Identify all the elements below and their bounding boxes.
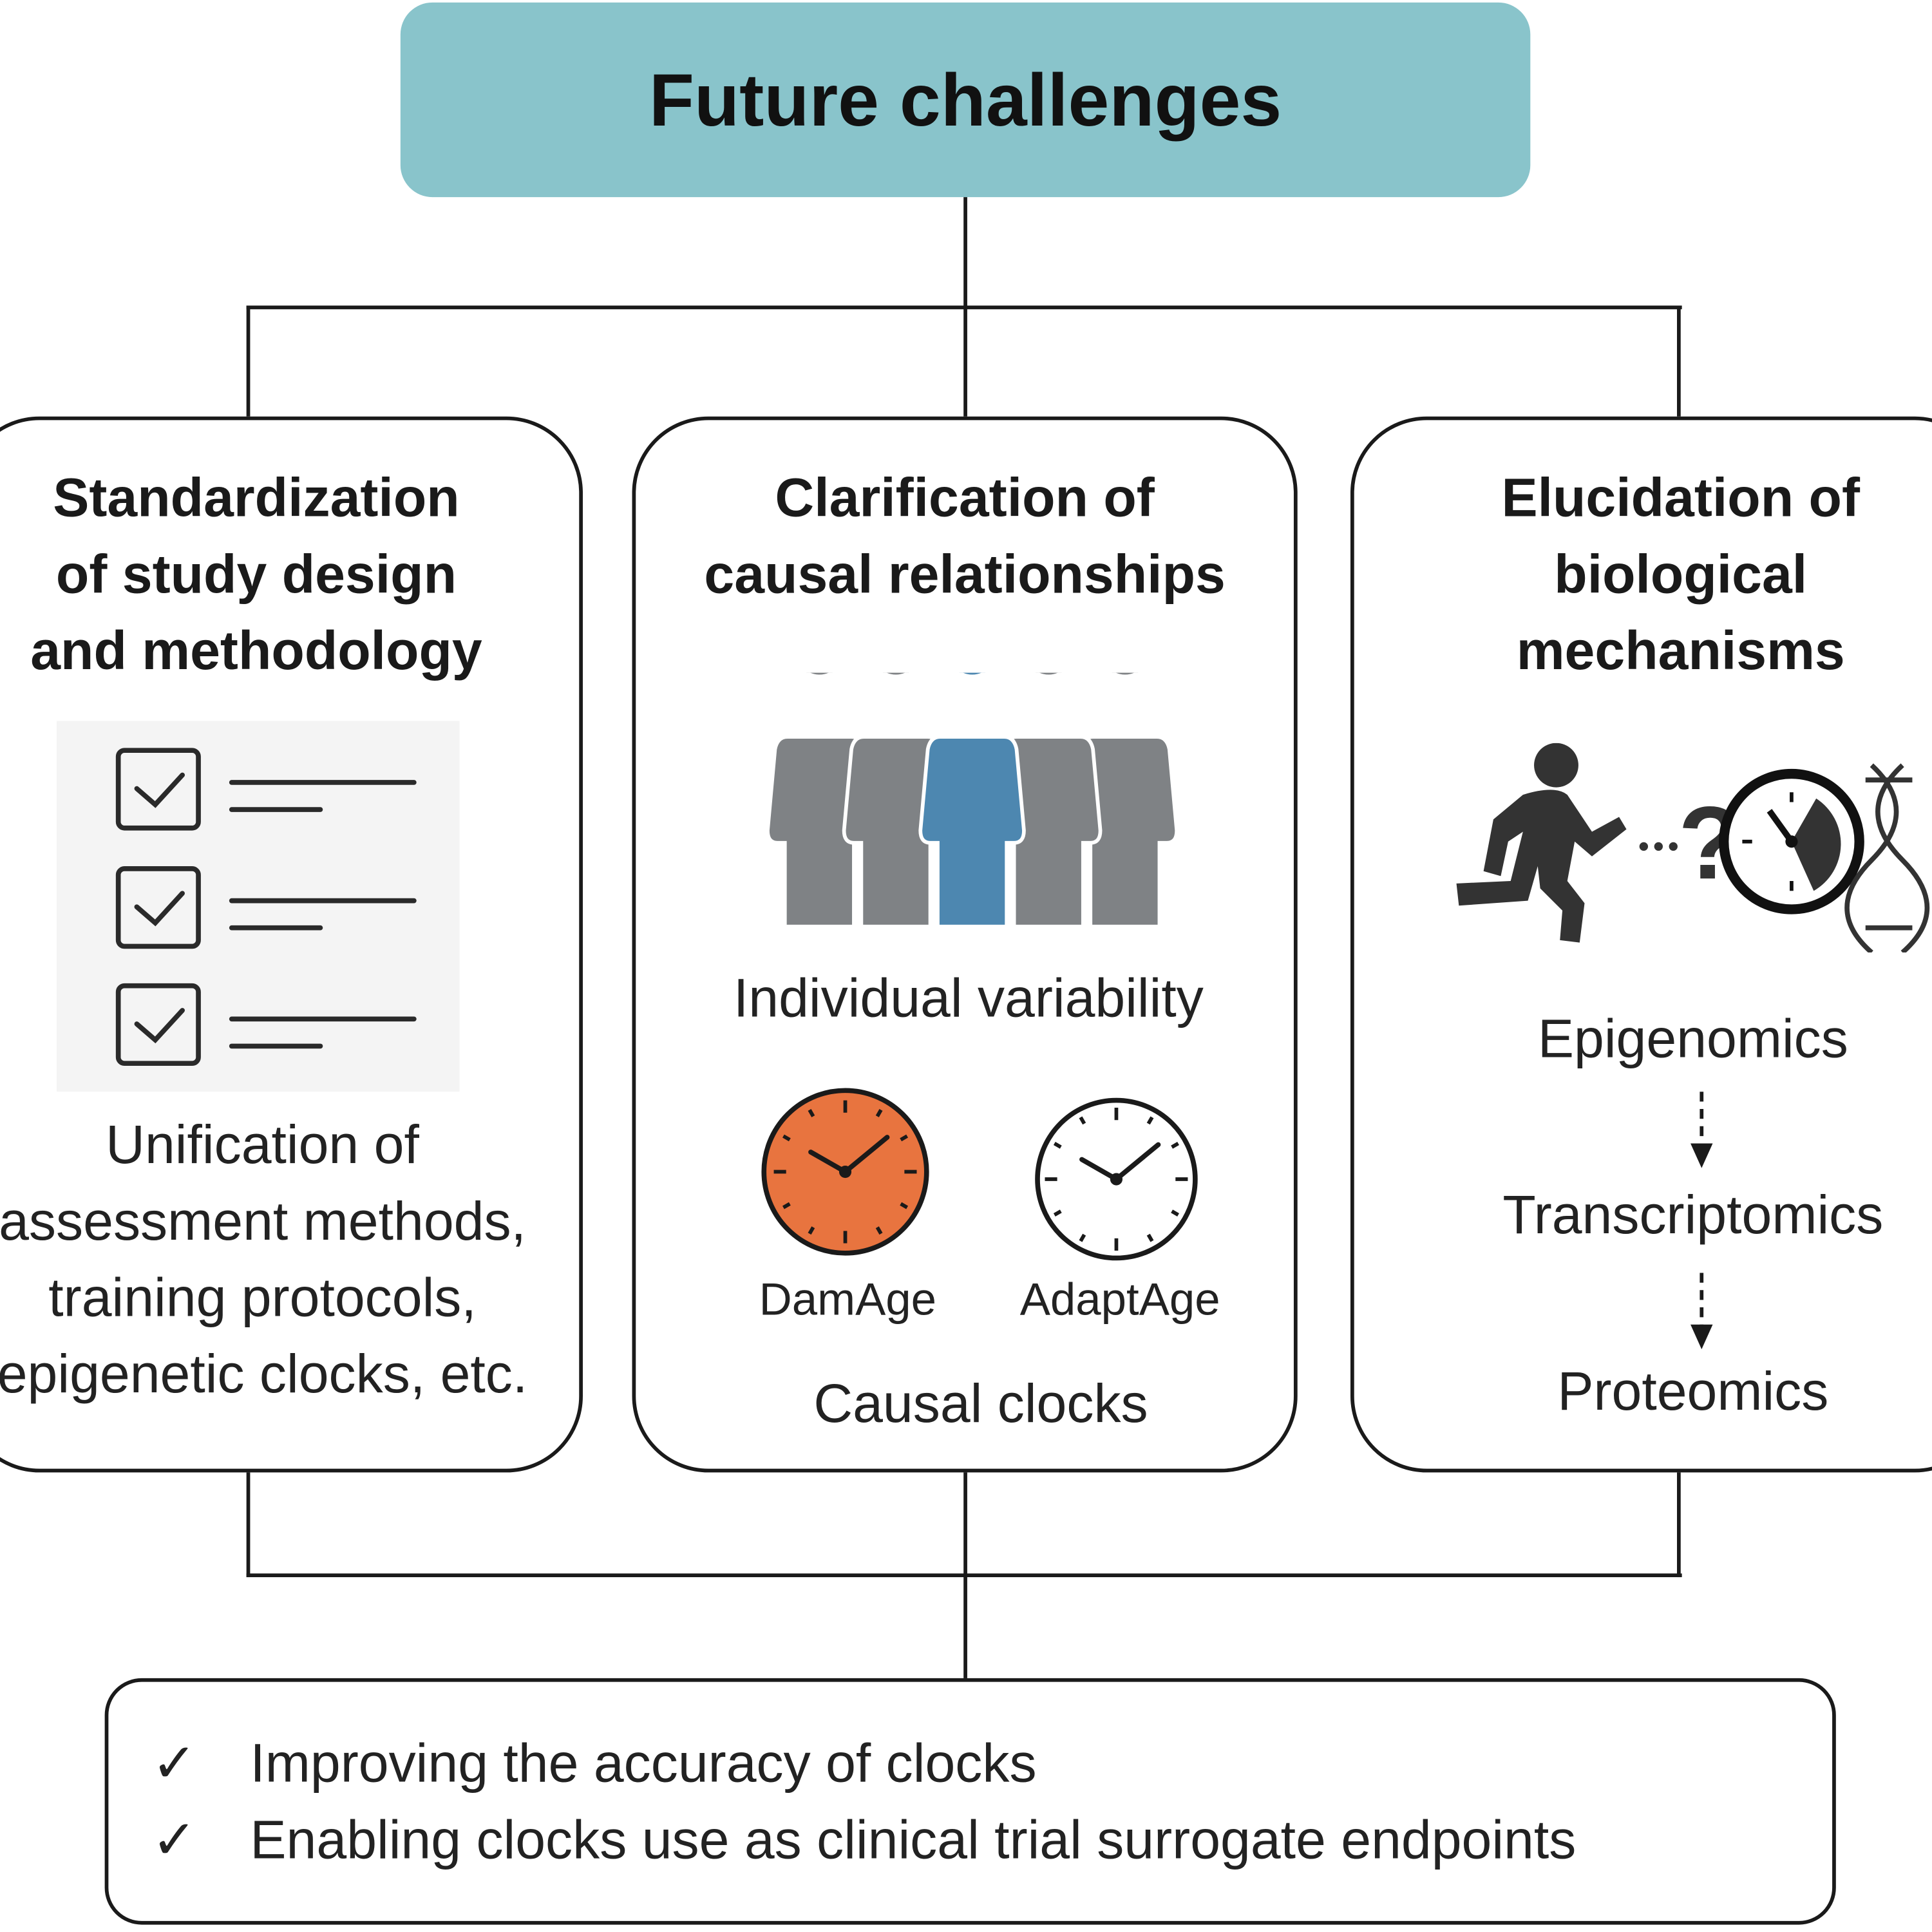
heading-line: of study design bbox=[55, 544, 457, 605]
adaptage-label: AdaptAge bbox=[1019, 1274, 1220, 1325]
dashed-arrow-icon bbox=[1690, 1092, 1713, 1168]
body-line: epigenetic clocks, etc. bbox=[0, 1344, 528, 1405]
body-line: training protocols, bbox=[48, 1267, 477, 1329]
damage-label: DamAge bbox=[759, 1274, 937, 1325]
connector bbox=[1677, 1472, 1681, 1578]
connector bbox=[1677, 305, 1681, 417]
omics-epigenomics: Epigenomics bbox=[1537, 1009, 1848, 1070]
clock-tick bbox=[782, 1202, 791, 1209]
outcome-item: ✓ Improving the accuracy of clocks bbox=[151, 1727, 1036, 1803]
clock-tick bbox=[1079, 1233, 1086, 1242]
card-heading: Standardization of study design and meth… bbox=[0, 461, 546, 690]
clock-tick bbox=[808, 1226, 815, 1235]
clock-icon bbox=[1719, 768, 1864, 914]
connector bbox=[246, 305, 1682, 310]
card-mechanisms: Elucidation of biological mechanisms ? bbox=[1350, 416, 1932, 1473]
connector bbox=[246, 1573, 1682, 1578]
title-box: Future challenges bbox=[400, 2, 1531, 198]
connector bbox=[246, 305, 251, 417]
people-group-icon bbox=[755, 673, 1187, 932]
clock-tick bbox=[900, 1202, 909, 1209]
connector bbox=[246, 1472, 251, 1578]
heading-line: Elucidation of bbox=[1501, 468, 1861, 529]
card-heading: Elucidation of biological mechanisms bbox=[1354, 461, 1932, 690]
card-body: Unification of assessment methods, train… bbox=[0, 1108, 632, 1413]
footer-label: Causal clocks bbox=[813, 1374, 1148, 1435]
clock-tick bbox=[808, 1109, 815, 1117]
omics-transcriptomics: Transcriptomics bbox=[1502, 1185, 1884, 1246]
outcome-item: ✓ Enabling clocks use as clinical trial s… bbox=[151, 1803, 1576, 1879]
check-icon: ✓ bbox=[151, 1734, 197, 1794]
outcome-text: Enabling clocks use as clinical trial su… bbox=[250, 1810, 1577, 1871]
mechanisms-icons: ? bbox=[1456, 743, 1930, 952]
card-causal: Clarification of causal relationships In… bbox=[632, 416, 1298, 1473]
clock-tick bbox=[1146, 1233, 1154, 1242]
clock-tick bbox=[1053, 1209, 1062, 1217]
checklist-icon bbox=[57, 721, 460, 1092]
clock-tick bbox=[1079, 1116, 1086, 1125]
clock-tick bbox=[1171, 1209, 1179, 1217]
outcome-text: Improving the accuracy of clocks bbox=[250, 1734, 1037, 1794]
omics-proteomics: Proteomics bbox=[1557, 1361, 1829, 1422]
clock-tick bbox=[1053, 1142, 1062, 1149]
person-highlight-icon bbox=[920, 673, 1024, 927]
clock-tick bbox=[1171, 1142, 1179, 1149]
damage-clock-icon bbox=[761, 1088, 929, 1256]
card-standardization: Standardization of study design and meth… bbox=[0, 416, 583, 1473]
heading-line: biological bbox=[1554, 544, 1808, 605]
clock-tick bbox=[875, 1109, 883, 1117]
clock-tick bbox=[1146, 1116, 1154, 1125]
running-person-icon bbox=[1456, 743, 1627, 943]
body-line: Unification of bbox=[106, 1115, 419, 1176]
card-heading: Clarification of causal relationships bbox=[636, 461, 1294, 614]
title: Future challenges bbox=[649, 58, 1282, 142]
caption: Individual variability bbox=[733, 968, 1204, 1029]
heading-line: Clarification of bbox=[775, 468, 1155, 529]
dashed-arrow-icon bbox=[1690, 1273, 1713, 1350]
body-line: assessment methods, bbox=[0, 1191, 526, 1252]
heading-line: mechanisms bbox=[1516, 621, 1845, 682]
heading-line: and methodology bbox=[30, 621, 482, 682]
clock-tick bbox=[875, 1226, 883, 1235]
clock-tick bbox=[900, 1134, 909, 1142]
heading-line: Standardization bbox=[53, 468, 460, 529]
clock-tick bbox=[782, 1134, 791, 1142]
dna-icon bbox=[1844, 763, 1930, 952]
check-icon: ✓ bbox=[151, 1810, 197, 1871]
outcomes-box: ✓ Improving the accuracy of clocks ✓ Enabl… bbox=[104, 1678, 1836, 1925]
heading-line: causal relationships bbox=[704, 544, 1226, 605]
adaptage-clock-icon bbox=[1035, 1097, 1198, 1261]
ellipsis-icon bbox=[1639, 842, 1678, 851]
